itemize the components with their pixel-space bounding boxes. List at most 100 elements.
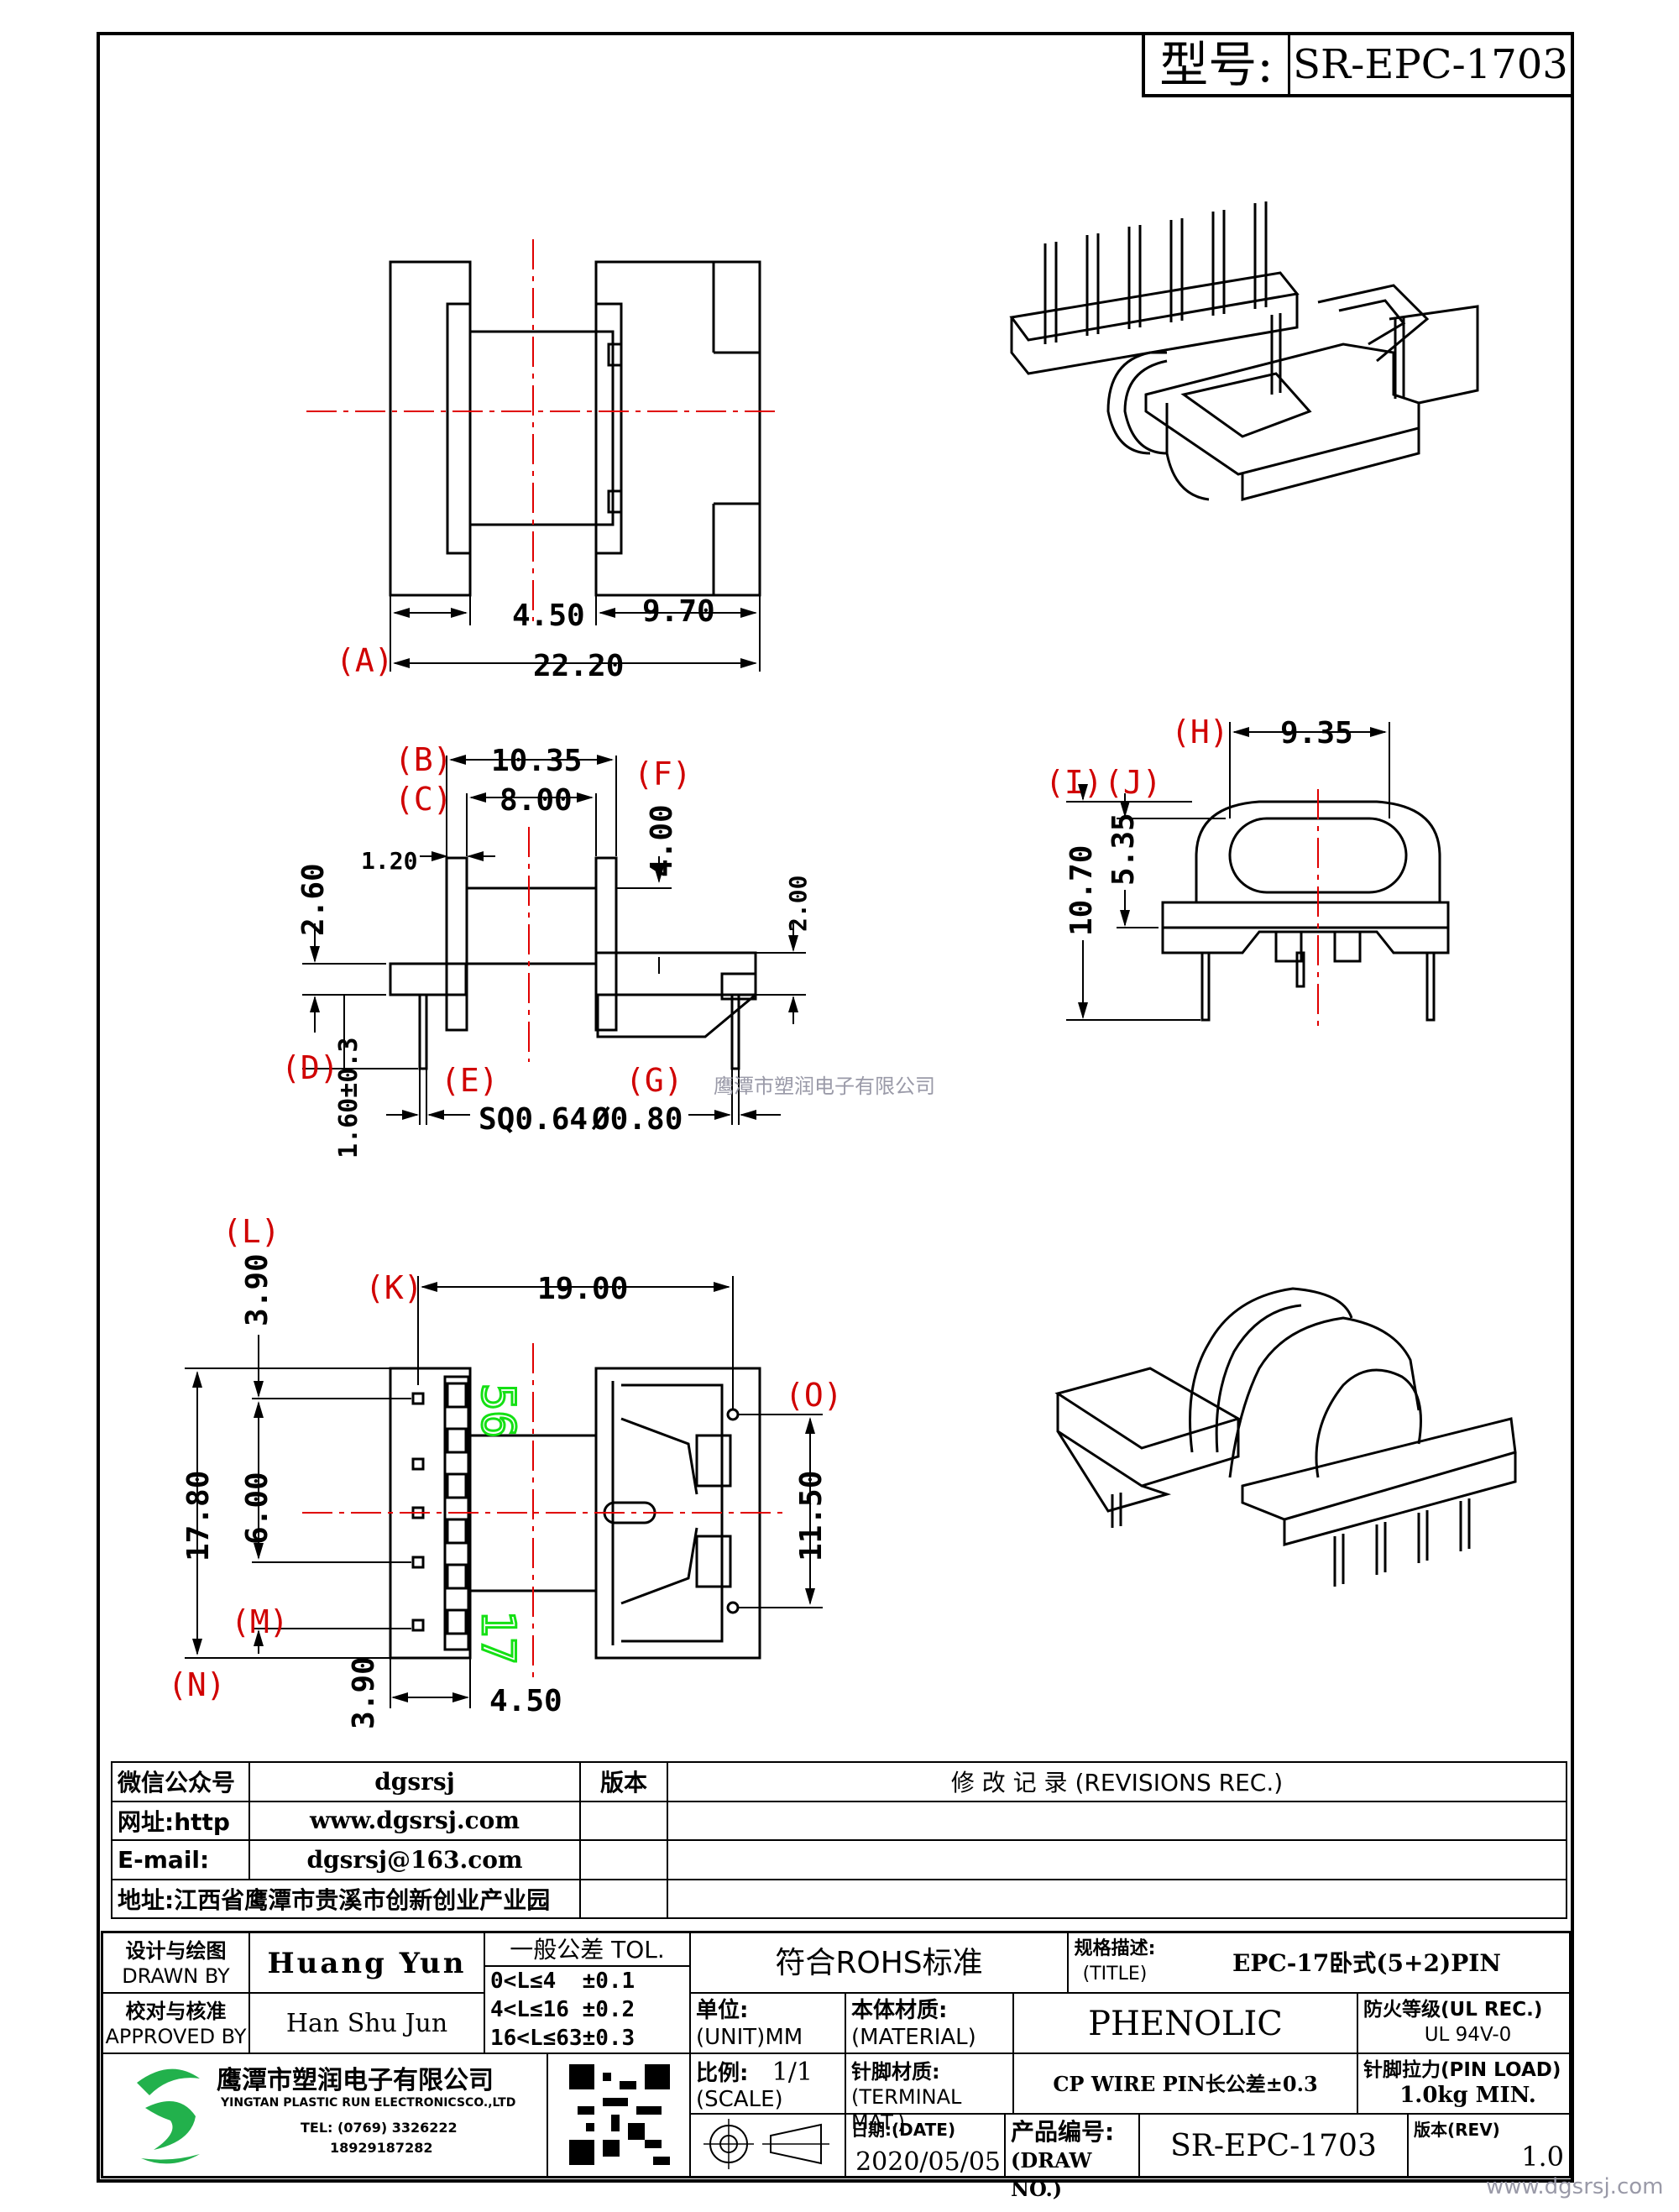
company-block: 鹰潭市塑润电子有限公司 YINGTAN PLASTIC RUN ELECTRON… — [103, 2054, 548, 2178]
address: 地址:江西省鹰潭市贵溪市创新创业产业园 — [111, 1878, 581, 1919]
terminal-value: CP WIRE PIN长公差±0.3 — [1014, 2054, 1358, 2115]
projection-symbol — [691, 2115, 846, 2178]
material-label-en: (MATERIAL) — [851, 2025, 976, 2050]
pin-load-value: 1.0kg MIN. — [1399, 2083, 1536, 2108]
dim-4-50: 4.50 — [512, 599, 585, 633]
drawing-frame — [97, 32, 1574, 2183]
tolerance-row: 0<L≤4 ±0.1 — [490, 1969, 636, 1994]
qr-code-icon — [569, 2064, 670, 2165]
pin-load: 针脚拉力(PIN LOAD) 1.0kg MIN. — [1358, 2054, 1572, 2115]
revision-cell — [579, 1878, 668, 1919]
ref-j: (J) — [1104, 764, 1162, 801]
company-logo-icon — [137, 2068, 200, 2164]
tolerance-row: 16<L≤63±0.3 — [490, 2026, 636, 2051]
company-name-cn: 鹰潭市塑润电子有限公司 — [217, 2066, 494, 2095]
side-view-dims — [302, 755, 806, 1125]
company-tel: TEL: (0769) 3326222 — [301, 2120, 458, 2136]
dim-2-60: 2.60 — [296, 863, 331, 936]
dim-4-50-bottom: 4.50 — [489, 1684, 562, 1718]
bottom-view-centerlines — [302, 1343, 785, 1679]
tolerance-table: 0<L≤4 ±0.1 4<L≤16 ±0.2 16<L≤63±0.3 — [485, 1967, 691, 2054]
dim-22-20: 22.20 — [533, 649, 624, 683]
end-view — [1161, 800, 1450, 1022]
terminal-label: 针脚材质: (TERMINAL MAT.) — [846, 2054, 1014, 2134]
date-value: 2020/05/05 — [855, 2147, 1001, 2177]
dim-6-00: 6.00 — [240, 1472, 275, 1545]
title-label-en: (TITLE) — [1082, 1964, 1148, 1985]
dim-19-00: 19.00 — [537, 1272, 628, 1306]
unit-cell: 单位: (UNIT)MM — [691, 1994, 846, 2054]
company-phone: 18929187282 — [330, 2140, 433, 2156]
material-value: PHENOLIC — [1014, 1994, 1358, 2054]
dim-10-35: 10.35 — [491, 744, 582, 778]
rev-cell: 版本(REV) 1.0 — [1409, 2115, 1572, 2178]
ref-c: (C) — [395, 781, 452, 818]
ref-o: (O) — [785, 1377, 843, 1414]
ref-m: (M) — [231, 1603, 289, 1640]
rev-value: 1.0 — [1521, 2141, 1564, 2173]
checker-label: 校对与核准 APPROVED BY — [103, 1994, 250, 2054]
fire-rating: 防火等级(UL REC.) UL 94V-0 — [1358, 1994, 1572, 2054]
revision-cell — [667, 1878, 1567, 1919]
unit-value: (UNIT)MM — [696, 2025, 803, 2050]
dim-10-70: 10.70 — [1064, 845, 1099, 936]
top-view — [389, 260, 761, 597]
version-label: 版本 — [579, 1761, 668, 1802]
dim-17-80: 17.80 — [181, 1471, 216, 1561]
draw-no-label-cn: 产品编号: — [1011, 2118, 1115, 2146]
isometric-view-top — [1009, 201, 1479, 501]
ref-g: (G) — [625, 1062, 683, 1099]
pin-load-label: 针脚拉力(PIN LOAD) — [1363, 2059, 1561, 2081]
ref-l: (L) — [222, 1213, 280, 1250]
title-value: EPC-17卧式(5+2)PIN — [1161, 1933, 1572, 1994]
dim-3-90-top: 3.90 — [240, 1253, 275, 1326]
material-label: 本体材质: (MATERIAL) — [846, 1994, 1014, 2054]
designer-label: 设计与绘图 DRAWN BY — [103, 1933, 250, 1994]
revision-cell — [579, 1839, 668, 1880]
dim-1-60: 1.60±0.3 — [334, 1038, 364, 1159]
fire-rating-label: 防火等级(UL REC.) — [1363, 1999, 1543, 2021]
dim-4-00: 4.00 — [645, 804, 679, 877]
title-label: 规格描述: (TITLE) — [1069, 1933, 1161, 1994]
ref-d: (D) — [281, 1049, 339, 1086]
material-label-cn: 本体材质: — [851, 1998, 948, 2023]
bottom-view-dims — [185, 1276, 823, 1708]
dim-9-35: 9.35 — [1280, 716, 1353, 750]
revision-table: 微信公众号 dgsrsj 版本 修 改 记 录 (REVISIONS REC.)… — [111, 1761, 1567, 1919]
scale-cell: 比例: 1/1 (SCALE) — [691, 2054, 846, 2115]
company-name-en: YINGTAN PLASTIC RUN ELECTRONICSCO.,LTD — [221, 2096, 516, 2110]
rohs-label: 符合ROHS标准 — [691, 1933, 1069, 1994]
ref-k: (K) — [365, 1269, 423, 1306]
end-view-dims — [1066, 722, 1390, 1021]
technical-drawing: 4.50 9.70 22.20 (A) — [168, 201, 1517, 1729]
scale-label: 比例: — [696, 2061, 749, 2086]
email-value: dgsrsj@163.com — [248, 1839, 581, 1880]
watermark: 鹰潭市塑润电子有限公司 — [714, 1075, 935, 1098]
corner-watermark: www.dgsrsj.com — [1486, 2174, 1664, 2199]
ref-e: (E) — [441, 1062, 499, 1099]
wechat-label: 微信公众号 — [111, 1761, 250, 1802]
email-label: E-mail: — [111, 1839, 250, 1880]
revisions-label: 修 改 记 录 (REVISIONS REC.) — [667, 1761, 1567, 1802]
scale-value: 1/1 — [772, 2058, 813, 2087]
ref-h: (H) — [1171, 714, 1229, 750]
designer-label-cn: 设计与绘图 — [125, 1939, 227, 1963]
draw-no-label-en: (DRAW NO.) — [1011, 2148, 1092, 2201]
dim-2-00: 2.00 — [784, 876, 812, 932]
top-view-dims — [390, 596, 761, 672]
dim-9-70: 9.70 — [642, 594, 715, 629]
model-label: 型号: — [1145, 35, 1290, 94]
model-value: SR-EPC-1703 — [1293, 41, 1568, 88]
ref-f: (F) — [634, 756, 692, 792]
projection-icon — [704, 2119, 829, 2169]
qr-code-block — [548, 2054, 691, 2178]
dim-5-35: 5.35 — [1106, 813, 1141, 886]
dim-8-00: 8.00 — [500, 783, 573, 818]
web-value: www.dgsrsj.com — [248, 1800, 581, 1841]
web-label: 网址:http — [111, 1800, 250, 1841]
pin-number-top: 56 — [472, 1383, 525, 1438]
ref-i: (I) — [1045, 764, 1103, 801]
model-header: 型号: SR-EPC-1703 — [1142, 32, 1574, 97]
unit-label: 单位: — [696, 1998, 749, 2023]
dim-sq0-64: SQ0.64 — [479, 1102, 588, 1137]
